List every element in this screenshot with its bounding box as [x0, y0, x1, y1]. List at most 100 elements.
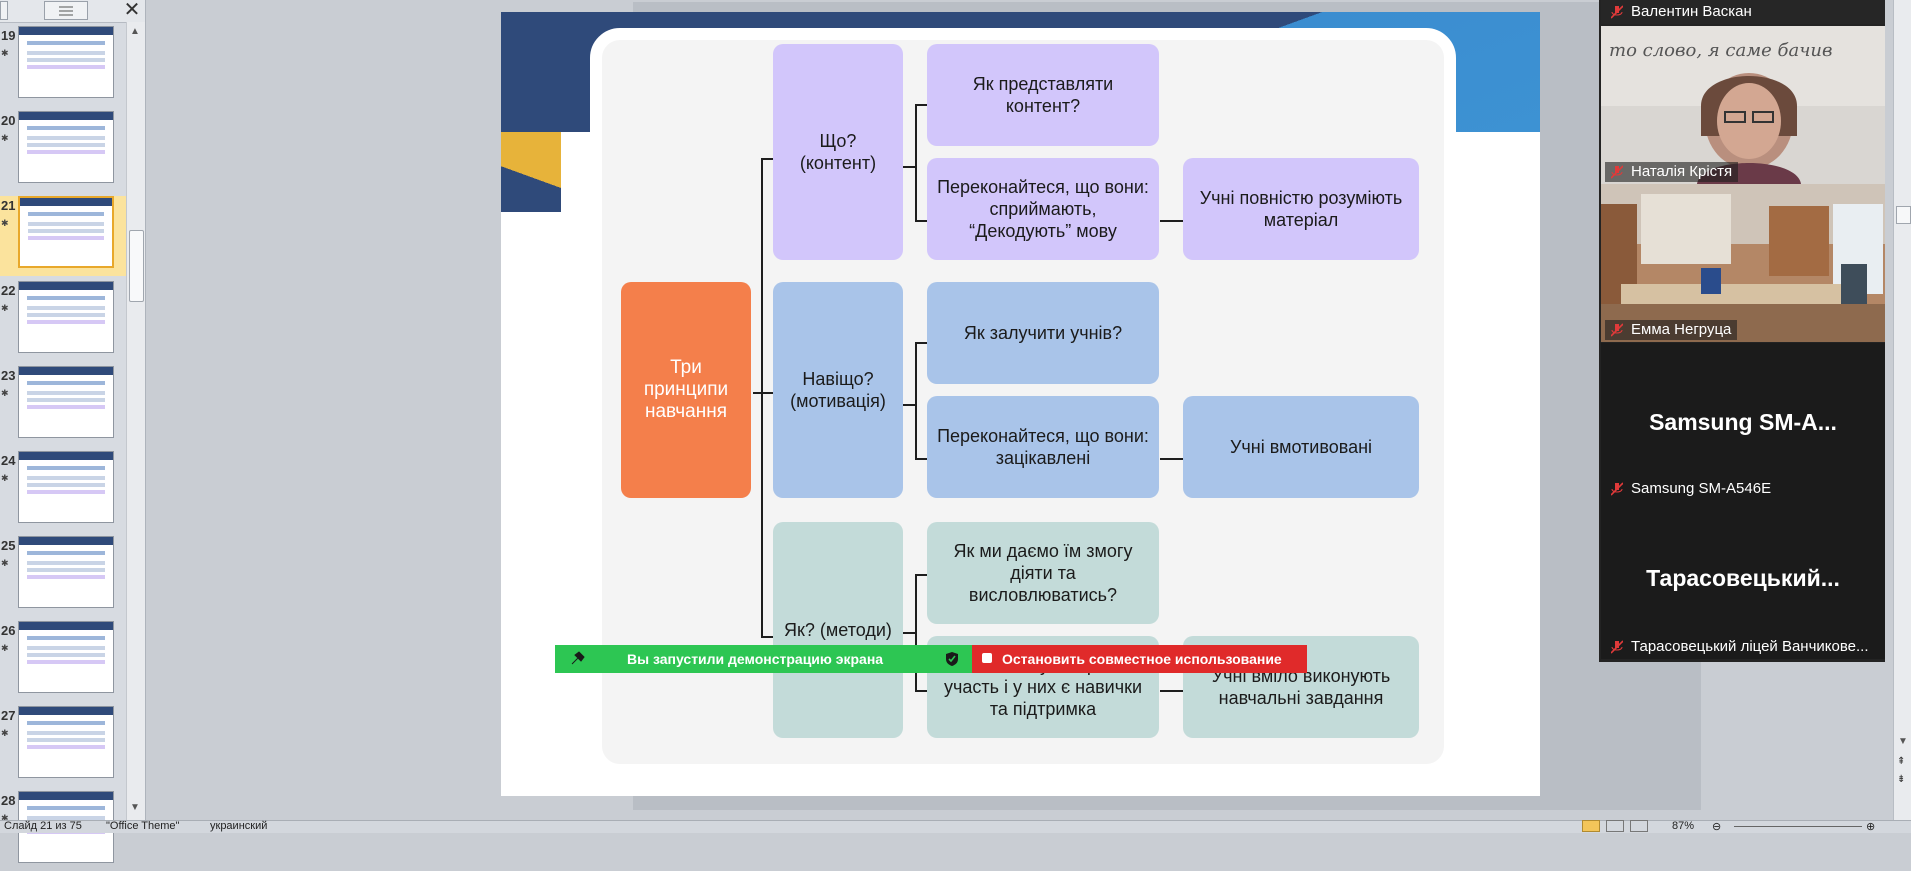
participant-device-name: Тарасовецький... — [1646, 565, 1840, 591]
video-feed — [1601, 184, 1885, 342]
transition-icon: ✱ — [1, 728, 9, 738]
connector-line — [903, 166, 915, 168]
participant-tile[interactable]: Валентин Васкан — [1601, 0, 1885, 24]
participant-name-text: Емма Негруца — [1631, 321, 1732, 338]
pin-icon[interactable] — [569, 651, 585, 667]
connector-line — [1160, 458, 1184, 460]
transition-icon: ✱ — [1, 558, 9, 568]
connector-line — [915, 342, 917, 460]
transition-icon: ✱ — [1, 473, 9, 483]
transition-icon: ✱ — [1, 48, 9, 58]
connector-line — [915, 104, 929, 106]
participant-name: Валентин Васкан — [1605, 2, 1758, 22]
connector-line — [761, 158, 763, 638]
root-box: Три принципи навчання — [621, 282, 751, 498]
connector-line — [915, 220, 929, 222]
result-box: Учні повністю розуміють матеріал — [1183, 158, 1419, 260]
participant-name: Наталія Крістя — [1605, 162, 1739, 182]
muted-mic-icon — [1611, 482, 1623, 496]
connector-line — [1160, 220, 1184, 222]
transition-icon: ✱ — [1, 643, 9, 653]
normal-view-icon[interactable] — [1582, 820, 1600, 832]
close-panel-icon[interactable]: ✕ — [123, 0, 141, 21]
zoom-out-icon[interactable]: ⊖ — [1712, 821, 1722, 833]
zoom-slider[interactable] — [1734, 826, 1862, 827]
connector-line — [761, 636, 773, 638]
participant-tile[interactable]: Samsung SM-A... Samsung SM-A546E — [1601, 343, 1885, 501]
slide-preview — [18, 111, 114, 183]
participant-name: Емма Негруца — [1605, 320, 1738, 340]
thumbnail-toolbar: ✕ — [0, 0, 145, 23]
slide-thumbnail[interactable]: 20✱ — [0, 111, 128, 191]
connector-line — [915, 342, 929, 344]
reading-view-icon[interactable] — [1630, 820, 1648, 832]
participant-name-text: Samsung SM-A546E — [1631, 480, 1772, 497]
muted-mic-icon — [1611, 323, 1623, 337]
slide-number: 26 — [1, 623, 16, 638]
next-slide-icon[interactable]: ⇟ — [1897, 774, 1906, 785]
connector-line — [903, 404, 915, 406]
slide-thumbnail[interactable]: 27 ✱ — [0, 706, 128, 786]
participant-device-name: Samsung SM-A... — [1649, 409, 1837, 435]
slides-tab[interactable] — [44, 1, 88, 20]
participant-tile[interactable]: то слово, я саме бачив Наталія Крістя — [1601, 26, 1885, 184]
scroll-down-icon[interactable]: ▼ — [1898, 736, 1908, 747]
slide-thumbnail[interactable]: 19 ✱ — [0, 26, 128, 106]
group-label-box: Як? (методи) — [773, 522, 903, 738]
stop-sharing-label: Остановить совместное использование — [1002, 651, 1282, 667]
video-feed: то слово, я саме бачив — [1601, 26, 1885, 184]
slide-accent-band — [501, 132, 561, 212]
zoom-level[interactable]: 87% — [1672, 820, 1695, 832]
share-status-bar[interactable]: Вы запустили демонстрацию экрана — [555, 645, 972, 673]
shield-icon — [946, 652, 958, 666]
status-bar: Слайд 21 из 75 "Office Theme" украинский… — [0, 820, 1911, 833]
slide-thumbnail[interactable]: 21✱ — [0, 196, 128, 276]
participant-name-text: Тарасовецький ліцей Ванчикове... — [1631, 638, 1869, 655]
slide-number: 27 — [1, 708, 16, 723]
muted-mic-icon — [1611, 640, 1623, 654]
scroll-thumb[interactable] — [1896, 206, 1911, 224]
stop-icon — [982, 653, 992, 663]
slide-number: 21 — [1, 198, 16, 213]
transition-icon: ✱ — [1, 133, 9, 143]
slide-preview — [18, 451, 114, 523]
editor-scrollbar[interactable]: ▼ ⇞ ⇟ — [1893, 0, 1911, 820]
slide-thumbnail[interactable]: 22✱ — [0, 281, 128, 361]
slide-thumbnail[interactable]: 26 ✱ — [0, 621, 128, 701]
stop-sharing-button[interactable]: Остановить совместное использование — [972, 645, 1307, 673]
slide-preview — [18, 621, 114, 693]
participant-tile[interactable]: Тарасовецький... Тарасовецький ліцей Ван… — [1601, 501, 1885, 659]
language[interactable]: украинский — [210, 820, 268, 832]
current-slide[interactable]: Три принципи навчання Що? (контент) Як п… — [501, 12, 1540, 796]
check-box: Переконайтеся, що вони: зацікавлені — [927, 396, 1159, 498]
transition-icon: ✱ — [1, 303, 9, 313]
check-box: Переконайтеся, що вони: сприймають, “Дек… — [927, 158, 1159, 260]
participant-tile[interactable]: Емма Негруца — [1601, 184, 1885, 342]
connector-line — [915, 690, 929, 692]
outline-tab[interactable] — [0, 1, 8, 20]
thumbnail-scrollbar[interactable]: ▲ ▼ — [126, 22, 145, 820]
result-box: Учні вмотивовані — [1183, 396, 1419, 498]
slide-preview — [18, 366, 114, 438]
zoom-in-icon[interactable]: ⊕ — [1866, 821, 1876, 833]
slide-thumbnail[interactable]: 24✱ — [0, 451, 128, 531]
slide-sorter-icon[interactable] — [1606, 820, 1624, 832]
slide-number: 19 — [1, 28, 16, 43]
scroll-up-icon[interactable]: ▲ — [130, 26, 140, 37]
slide-number: 23 — [1, 368, 16, 383]
scroll-thumb[interactable] — [129, 230, 144, 302]
connector-line — [915, 458, 929, 460]
screen-share-bar: Вы запустили демонстрацию экрана Останов… — [555, 645, 1307, 673]
share-status-text: Вы запустили демонстрацию экрана — [627, 651, 884, 667]
question-box: Як представляти контент? — [927, 44, 1159, 146]
slide-thumbnail[interactable]: 23✱ — [0, 366, 128, 446]
previous-slide-icon[interactable]: ⇞ — [1897, 756, 1906, 767]
participant-name: Samsung SM-A546E — [1605, 479, 1777, 499]
transition-icon: ✱ — [1, 813, 9, 823]
connector-line — [1160, 690, 1184, 692]
scroll-down-icon[interactable]: ▼ — [130, 802, 140, 813]
slide-number: 28 — [1, 793, 16, 808]
slide-thumbnail[interactable]: 25 ✱ — [0, 536, 128, 616]
slide-number: 25 — [1, 538, 16, 553]
slide-preview — [18, 26, 114, 98]
